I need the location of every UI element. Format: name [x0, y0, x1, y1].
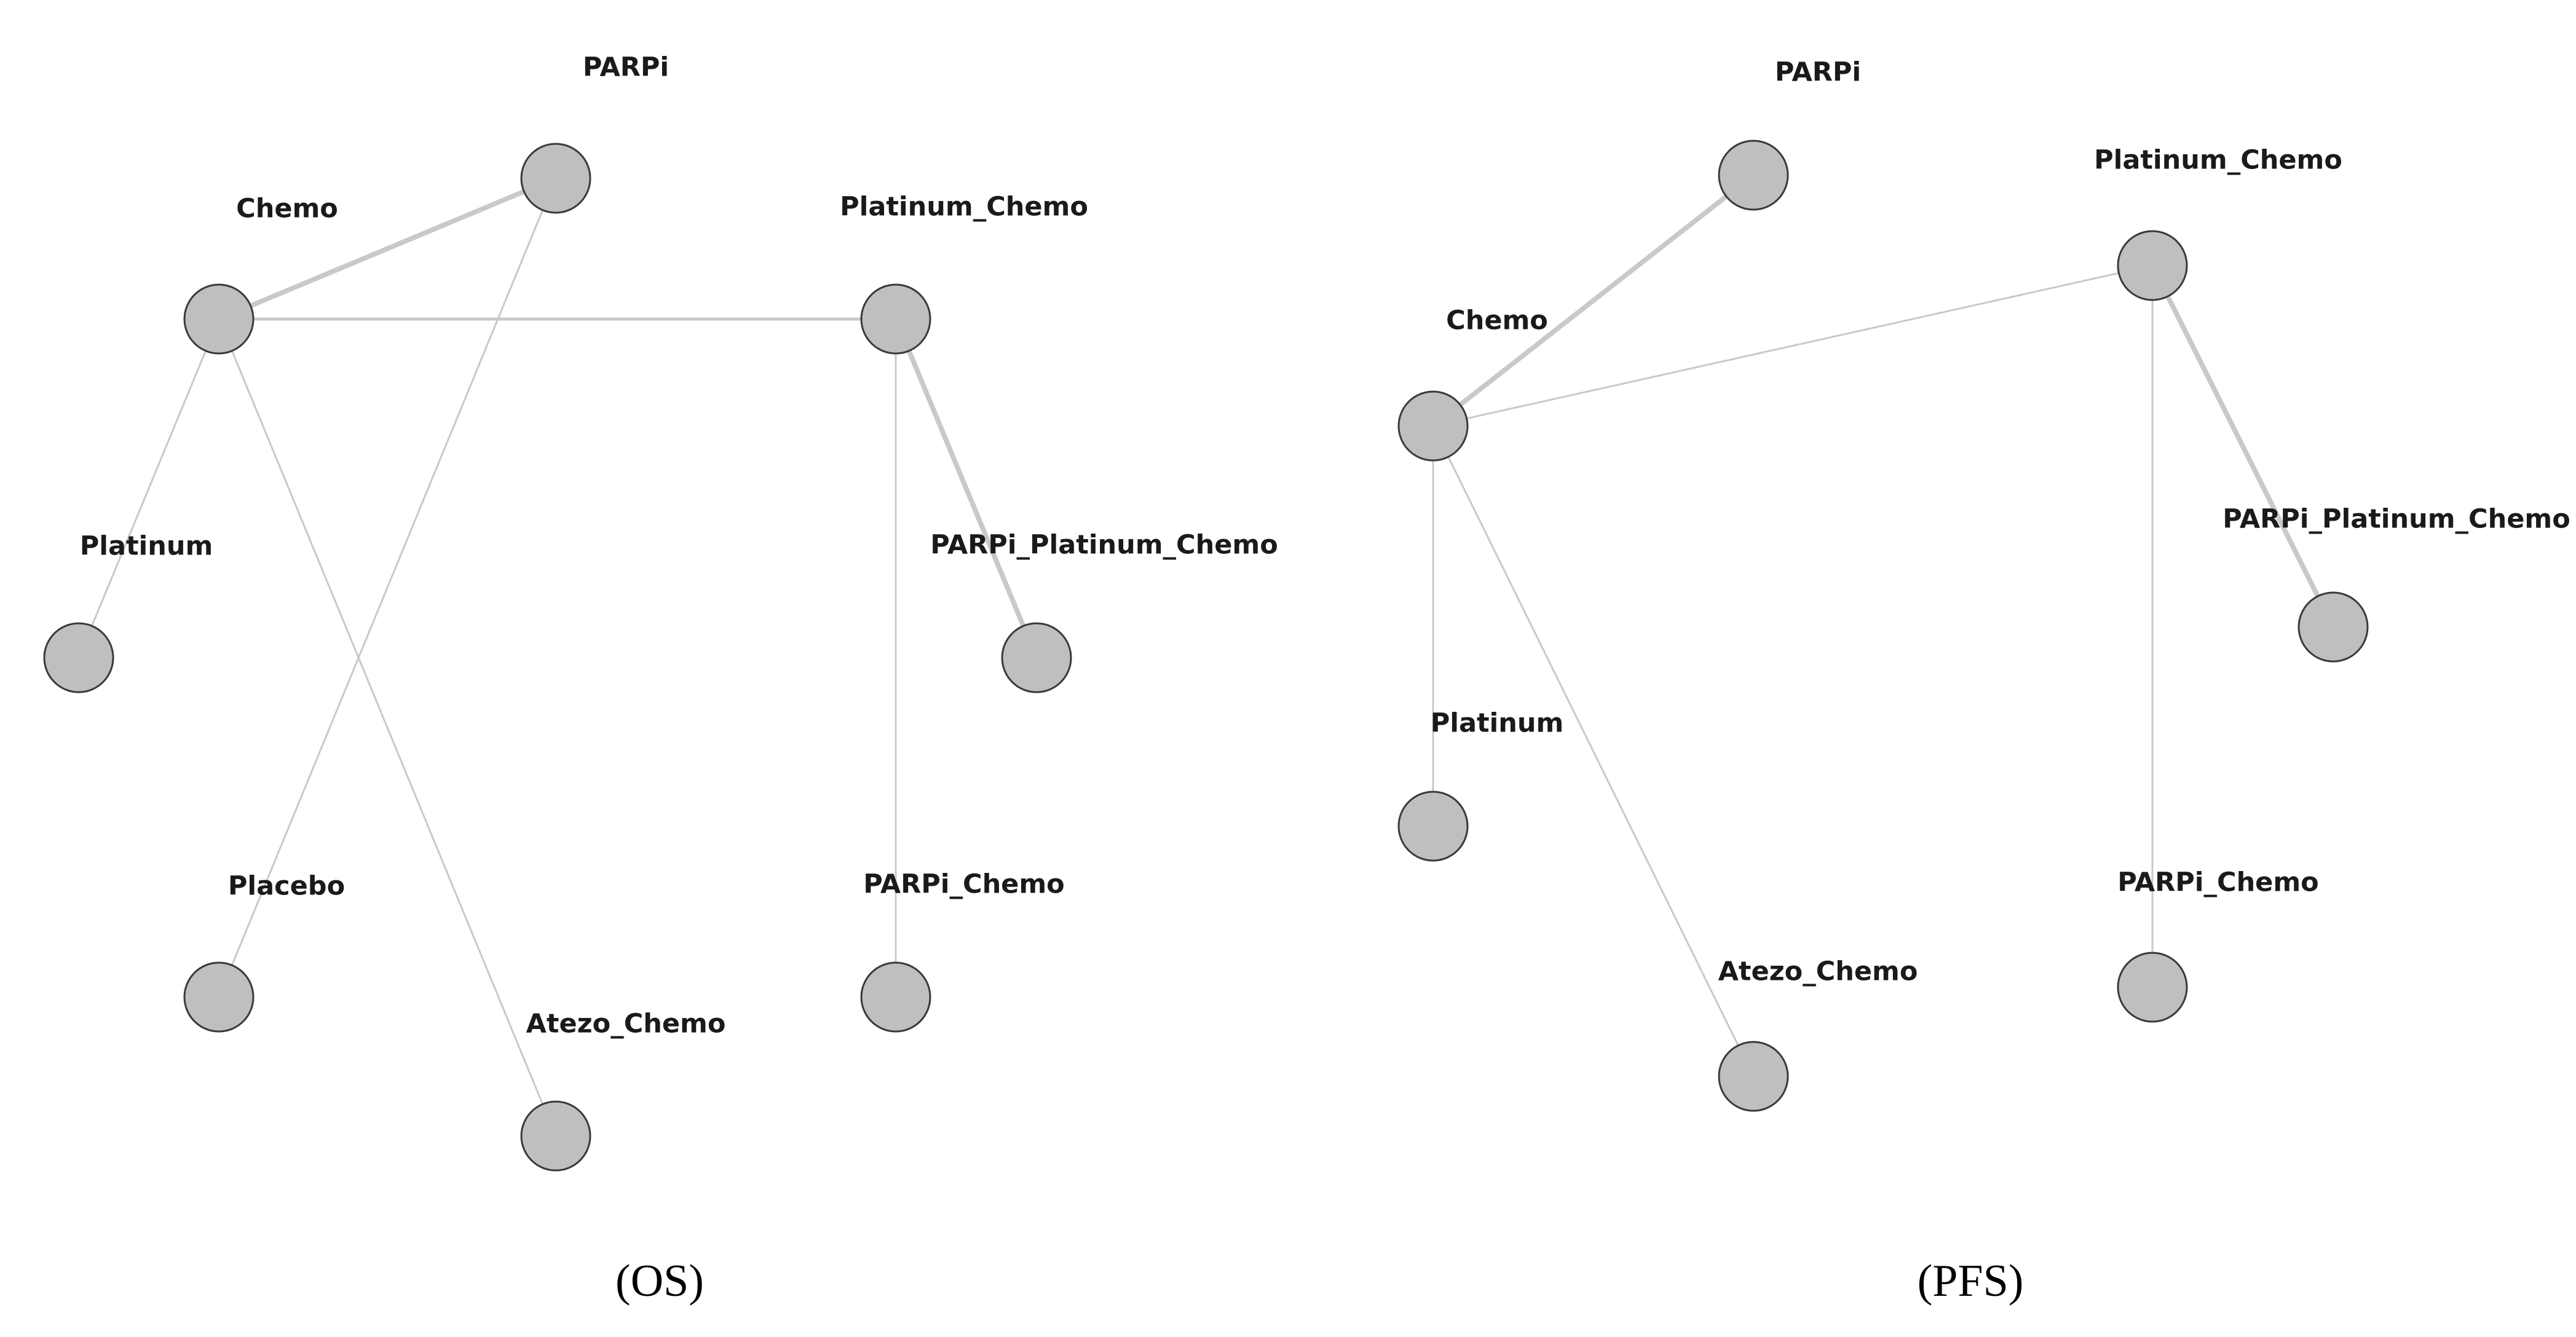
pfs-edge-chemo-to-platinum-chemo	[1432, 264, 2153, 427]
pfs-network-panel: PARPiPlatinum_ChemoChemoPARPi_Platinum_C…	[1397, 57, 2570, 1306]
os-node-label-platinum-chemo: Platinum_Chemo	[840, 192, 1088, 223]
os-node-parpi	[520, 143, 591, 214]
os-node-platinum	[43, 622, 114, 693]
os-edges	[77, 176, 1039, 1137]
pfs-node-atezo-chemo	[1718, 1041, 1789, 1112]
os-node-parpi-chemo	[860, 961, 931, 1033]
pfs-node-parpi	[1718, 140, 1789, 211]
pfs-edge-chemo-to-parpi	[1431, 173, 1755, 428]
pfs-node-label-chemo: Chemo	[1446, 306, 1548, 336]
pfs-node-platinum-chemo	[2117, 230, 2188, 301]
pfs-node-platinum	[1397, 791, 1469, 862]
pfs-node-parpi-chemo	[2117, 952, 2188, 1023]
pfs-edges	[1431, 173, 2336, 1077]
pfs-caption: (PFS)	[1918, 1256, 2024, 1306]
pfs-edge-chemo-to-atezo-chemo	[1432, 425, 1755, 1077]
pfs-node-label-atezo-chemo: Atezo_Chemo	[1718, 956, 1918, 987]
os-edge-parpi-to-placebo	[218, 178, 557, 998]
os-edge-platinum-chemo-to-parpi-platinum-chemo	[893, 318, 1039, 659]
os-node-placebo	[183, 961, 255, 1033]
pfs-nodes	[1397, 140, 2369, 1112]
os-node-chemo	[183, 283, 255, 355]
pfs-node-label-parpi: PARPi	[1775, 57, 1861, 88]
pfs-node-label-parpi-chemo: PARPi_Chemo	[2117, 867, 2318, 898]
os-node-label-parpi-chemo: PARPi_Chemo	[863, 869, 1064, 900]
os-node-parpi-platinum-chemo	[1001, 622, 1072, 693]
pfs-node-chemo	[1397, 390, 1469, 462]
os-edge-chemo-to-atezo-chemo	[218, 318, 557, 1137]
os-edge-chemo-to-platinum	[77, 318, 220, 658]
os-node-label-atezo-chemo: Atezo_Chemo	[526, 1009, 726, 1039]
os-edge-chemo-to-parpi	[218, 176, 557, 321]
os-node-platinum-chemo	[860, 283, 931, 355]
pfs-node-label-platinum-chemo: Platinum_Chemo	[2094, 145, 2342, 176]
pfs-node-label-parpi-platinum-chemo: PARPi_Platinum_Chemo	[2222, 504, 2570, 535]
os-node-label-placebo: Placebo	[228, 871, 345, 902]
os-nodes	[43, 143, 1072, 1172]
os-node-label-platinum: Platinum	[80, 531, 213, 562]
pfs-node-parpi-platinum-chemo	[2297, 591, 2369, 663]
os-caption: (OS)	[615, 1256, 704, 1306]
os-node-label-chemo: Chemo	[236, 194, 338, 224]
os-node-label-parpi: PARPi	[583, 52, 669, 83]
pfs-node-label-platinum: Platinum	[1431, 708, 1564, 739]
pfs-edge-platinum-chemo-to-parpi-platinum-chemo	[2150, 264, 2336, 628]
os-node-atezo-chemo	[520, 1100, 591, 1172]
os-node-label-parpi-platinum-chemo: PARPi_Platinum_Chemo	[930, 530, 1278, 561]
pfs-labels: PARPiPlatinum_ChemoChemoPARPi_Platinum_C…	[1431, 57, 2570, 987]
